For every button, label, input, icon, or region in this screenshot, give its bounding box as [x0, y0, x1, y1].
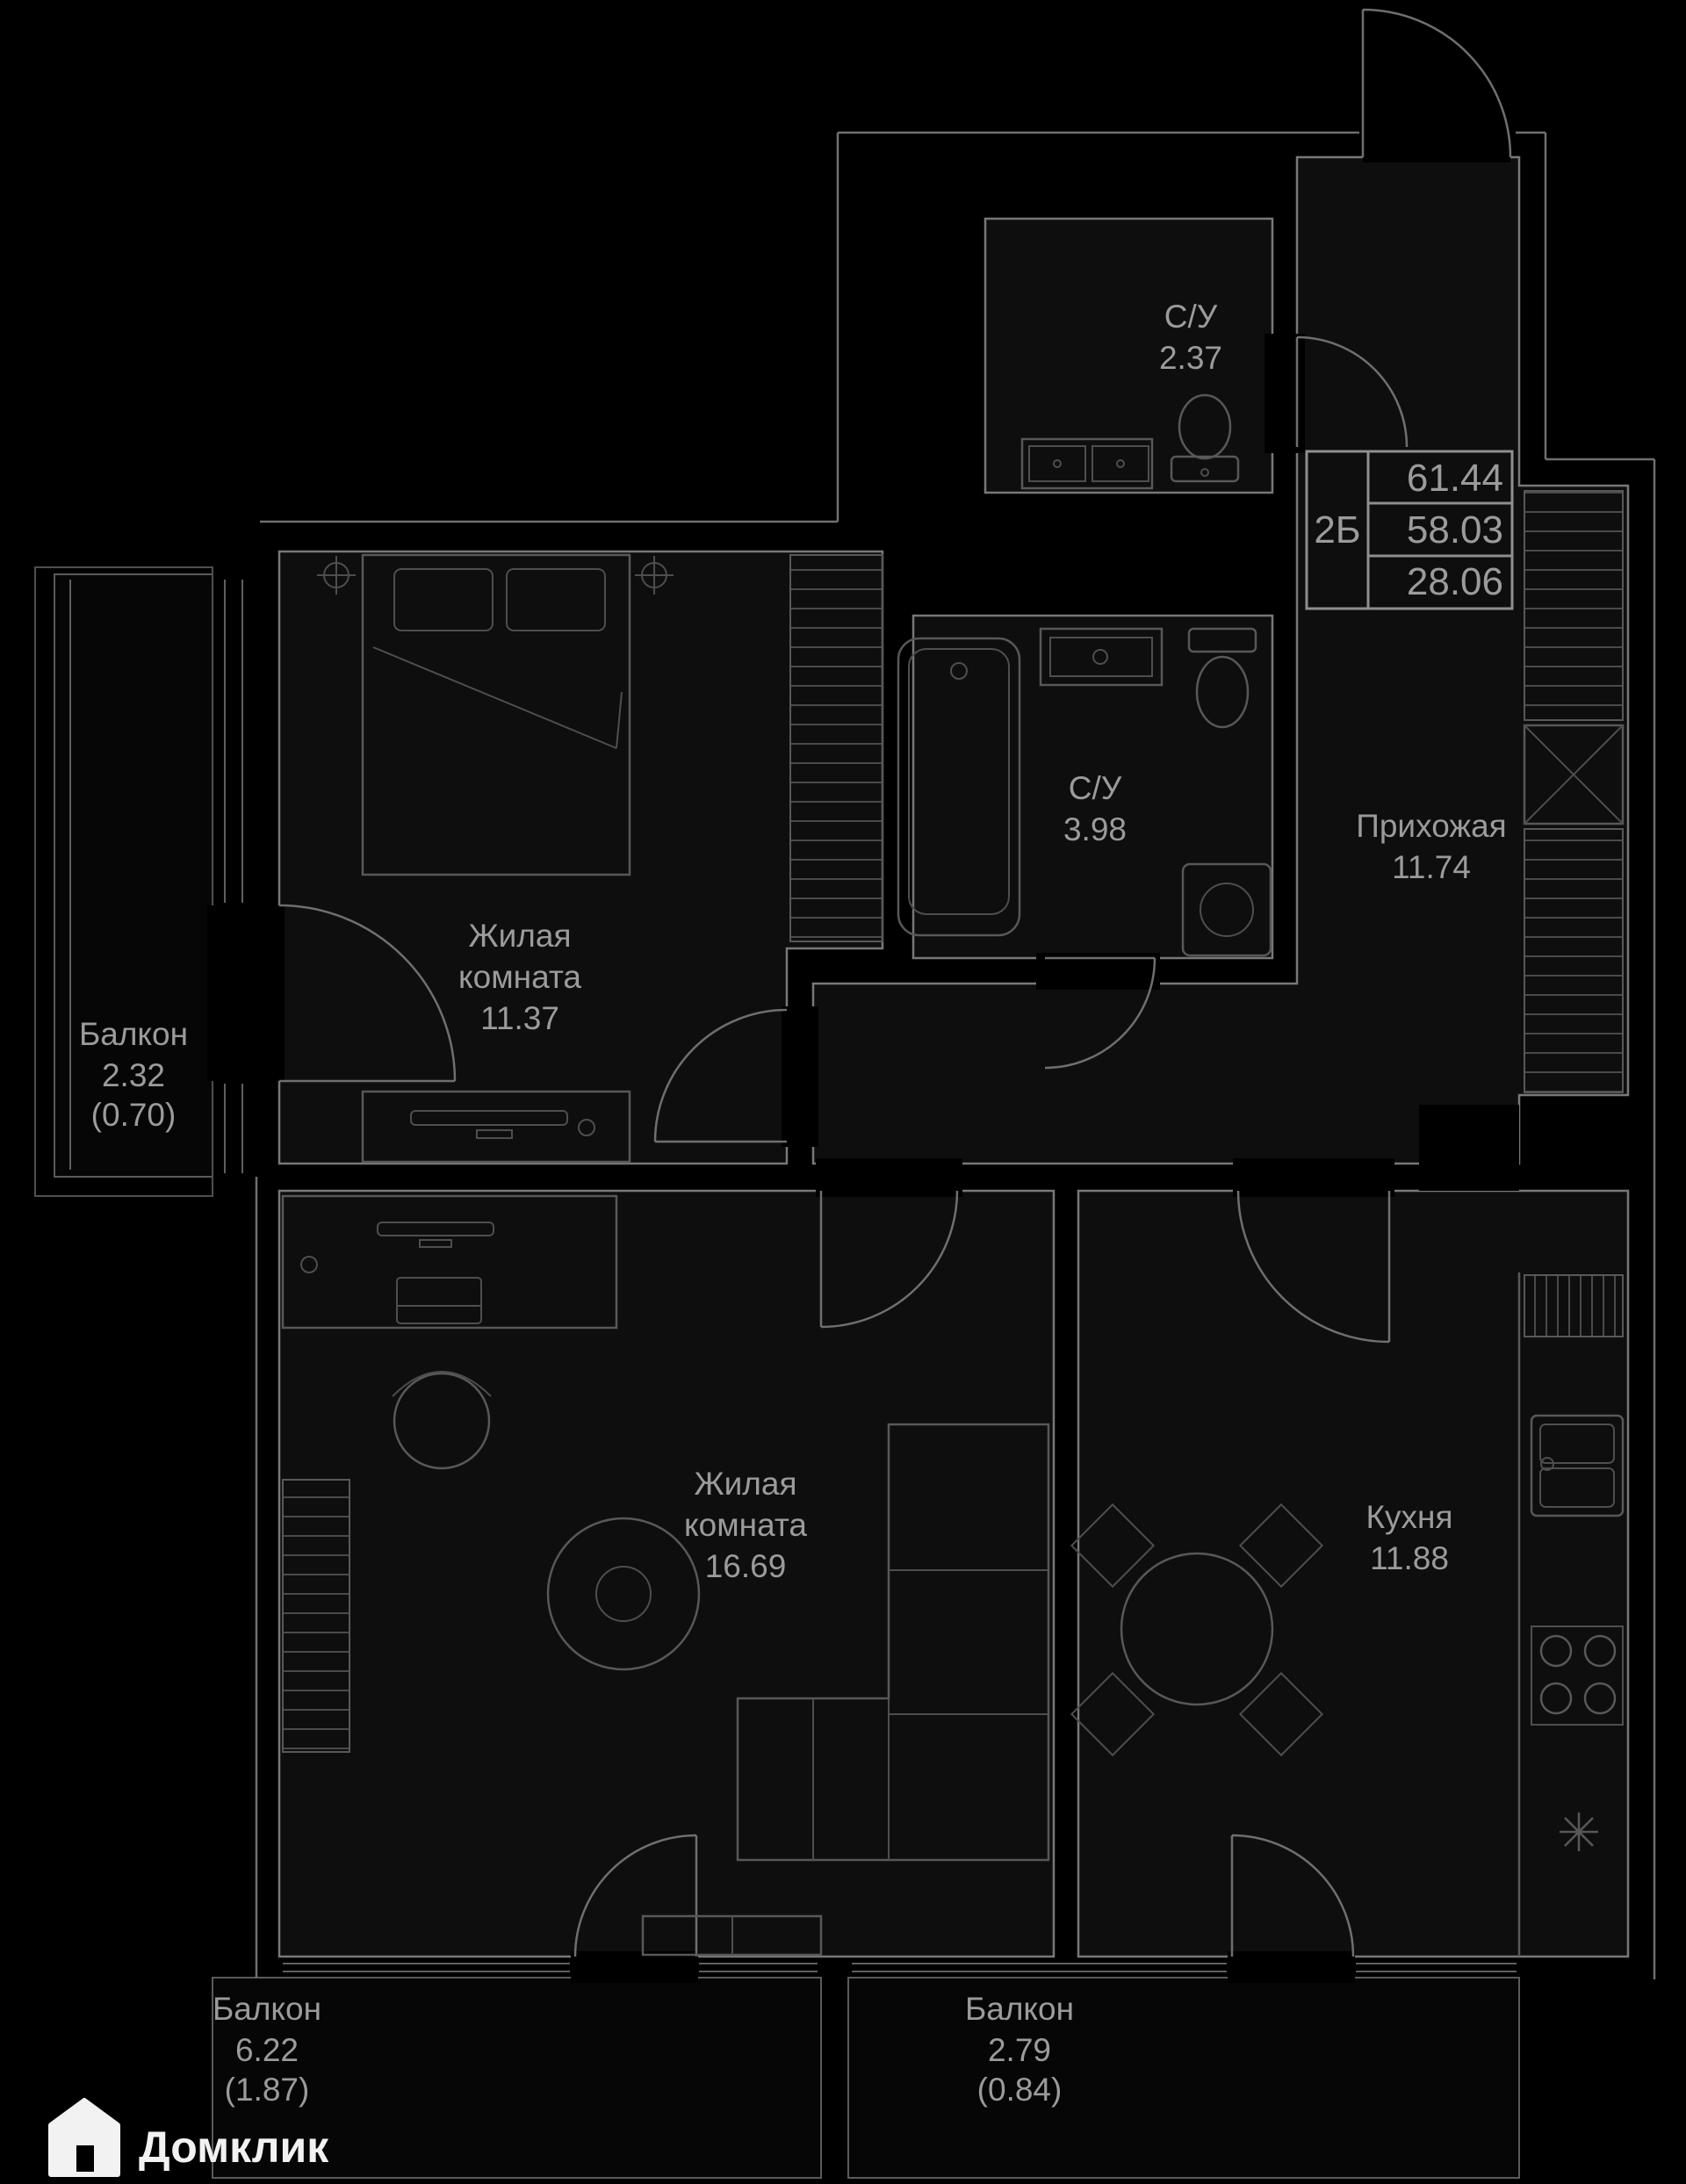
opening-balcony-bm-door — [1228, 1951, 1355, 1983]
dining-table — [1070, 1503, 1324, 1757]
domclick-logo-text: Домклик — [139, 2123, 329, 2172]
room-labels: С/У 2.37 С/У 3.98 Прихожая 11.74 Жилая к… — [79, 299, 1507, 2108]
wall-openings — [207, 152, 1510, 1983]
bed — [361, 553, 631, 876]
tv-stand — [641, 1914, 823, 1957]
toilet — [1170, 393, 1240, 483]
kitchen-vent — [1524, 1274, 1624, 1337]
outer-wall-lines — [255, 131, 1656, 1979]
bathtub — [897, 637, 1021, 937]
door-bathroom-small — [1295, 335, 1409, 448]
opening-entry — [1363, 152, 1510, 162]
door-kitchen — [1236, 1190, 1391, 1344]
room-hallway — [811, 155, 1630, 1165]
label-balcony-bl-area: 6.22 — [235, 2032, 299, 2068]
info-box: 2Б 61.44 58.03 28.06 — [1305, 450, 1514, 610]
label-bathroom-large-name: С/У — [1069, 770, 1122, 806]
ceiling-light-icon — [635, 556, 674, 595]
desk — [281, 1194, 618, 1330]
hall-wardrobe — [1524, 490, 1624, 721]
room-balcony-bottom-center — [847, 1977, 1520, 2179]
bidet — [1187, 627, 1257, 729]
label-living-name2: комната — [684, 1507, 807, 1543]
door-bathroom-large — [1044, 956, 1156, 1070]
label-bathroom-small-name: С/У — [1164, 299, 1218, 335]
info-box-value-total: 61.44 — [1407, 457, 1503, 500]
label-living-name1: Жилая — [694, 1466, 796, 1502]
room-bedroom — [277, 550, 884, 1165]
door-balcony-living — [573, 1834, 698, 1957]
label-living-area: 16.69 — [705, 1548, 787, 1584]
hall-wardrobe — [1524, 828, 1624, 1093]
rug — [546, 1517, 701, 1671]
label-balcony-bm-reduced: (0.84) — [977, 2072, 1063, 2108]
info-box-type: 2Б — [1314, 508, 1360, 551]
window-kitchen-balcony — [852, 1963, 1517, 1972]
label-bedroom-area: 11.37 — [480, 1000, 559, 1036]
furniture — [281, 393, 1625, 1957]
room-balcony-left — [54, 573, 213, 1178]
label-balcony-bl-reduced: (1.87) — [225, 2072, 310, 2108]
door-balcony-bedroom — [278, 904, 457, 1083]
label-bathroom-small-area: 2.37 — [1159, 340, 1222, 376]
sofa — [736, 1423, 1050, 1862]
rooms — [54, 155, 1630, 2179]
door-living — [819, 1190, 959, 1329]
room-living — [277, 1189, 1056, 1958]
outer-walls — [34, 131, 1656, 1979]
windows — [69, 580, 1517, 1972]
label-balcony-left-reduced: (0.70) — [91, 1097, 177, 1133]
boiler-icon — [1560, 1813, 1598, 1851]
bedroom-tv-stand — [361, 1090, 631, 1164]
ceiling-light-icon — [317, 556, 356, 595]
label-bedroom-name1: Жилая — [468, 918, 571, 954]
opening-balcony-bl-door — [571, 1951, 698, 1983]
wall-duct — [1419, 1105, 1519, 1191]
opening-bathroom-small — [1264, 334, 1305, 453]
opening-living — [816, 1158, 962, 1197]
label-hallway-area: 11.74 — [1392, 849, 1471, 885]
living-wardrobe — [282, 1479, 350, 1753]
vanity-sink — [1020, 437, 1154, 490]
info-box-value-reduced: 58.03 — [1407, 508, 1503, 551]
door-entry — [1361, 8, 1512, 158]
label-balcony-left-name: Балкон — [79, 1016, 188, 1052]
label-kitchen-name: Кухня — [1365, 1499, 1452, 1535]
label-balcony-left-area: 2.32 — [102, 1057, 165, 1093]
opening-kitchen — [1233, 1158, 1394, 1197]
hall-shaft-box — [1523, 724, 1625, 825]
door-balcony-kitchen — [1230, 1834, 1355, 1957]
opening-bedroom — [782, 1006, 818, 1147]
window-living-balcony — [283, 1963, 818, 1972]
balcony-left-outer — [34, 566, 213, 1197]
room-balcony-bottom-left — [212, 1977, 822, 2179]
office-chair — [392, 1371, 492, 1470]
label-kitchen-area: 11.88 — [1370, 1540, 1449, 1576]
bedroom-wardrobe — [789, 554, 883, 942]
kitchen-sink — [1530, 1414, 1625, 1517]
label-bedroom-name2: комната — [458, 959, 581, 995]
label-bathroom-large-area: 3.98 — [1063, 811, 1127, 847]
label-balcony-bm-name: Балкон — [965, 1991, 1074, 2027]
vanity-sink — [1039, 627, 1164, 687]
washing-machine — [1181, 862, 1272, 957]
logo: Домклик — [48, 2098, 329, 2177]
info-box-value-living: 28.06 — [1407, 560, 1503, 603]
label-hallway-name: Прихожая — [1356, 808, 1506, 844]
door-bedroom — [653, 1008, 788, 1143]
label-balcony-bl-name: Балкон — [213, 1991, 321, 2027]
opening-balcony-left-door — [207, 905, 285, 1081]
info-box-border — [1305, 450, 1514, 610]
domclick-logo-icon — [48, 2098, 120, 2177]
stove — [1531, 1625, 1624, 1726]
window-bedroom-balcony — [224, 580, 243, 1173]
info-box-dividers — [1366, 451, 1512, 609]
label-balcony-bm-area: 2.79 — [988, 2032, 1051, 2068]
doors — [278, 8, 1512, 1957]
